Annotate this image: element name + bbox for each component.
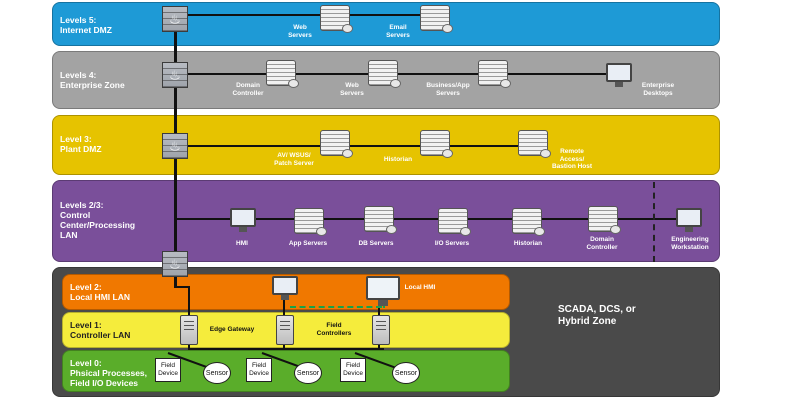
server-icon (368, 60, 401, 88)
zone-label-level23: Levels 2/3: Control Center/Processing LA… (60, 200, 136, 240)
monitor-icon (676, 208, 702, 232)
server-icon (320, 5, 353, 33)
gateway-icon (276, 315, 294, 345)
zone-label-level3: Level 3: Plant DMZ (60, 134, 102, 154)
label-l1-edge-gateway: Edge Gateway (209, 326, 255, 333)
label-l4-business-app-servers: Business/App Servers (426, 82, 470, 97)
firewall-icon: ♨ (162, 62, 188, 88)
l1-bus (188, 348, 384, 350)
l5-bus (176, 14, 436, 16)
label-l23-io-servers: I/O Servers (434, 240, 470, 247)
zone-label-level1: Level 1: Controller LAN (70, 320, 131, 340)
label-l4-domain-controller: Domain Controller (232, 82, 264, 97)
zone-label-scada: SCADA, DCS, or Hybrid Zone (558, 304, 636, 327)
zone-label-level4: Levels 4: Enterprise Zone (60, 70, 125, 90)
firewall-icon: ♨ (162, 133, 188, 159)
label-l4-web-servers: Web Servers (340, 82, 364, 97)
monitor-icon (606, 63, 632, 87)
label-l23-historian: Historian (513, 240, 543, 247)
firewall-icon: ♨ (162, 6, 188, 32)
label-l23-domain-controller: Domain Controller (586, 236, 618, 251)
field-device-box: Field Device (246, 358, 272, 382)
label-l5-email-servers: Email Servers (386, 24, 410, 39)
gateway-icon (372, 315, 390, 345)
sensor-node: Sensor (294, 362, 322, 384)
server-icon (294, 208, 327, 236)
zone-label-level2: Level 2: Local HMI LAN (70, 282, 130, 302)
label-l23-db-servers: DB Servers (358, 240, 394, 247)
sensor-node: Sensor (392, 362, 420, 384)
monitor-icon (272, 276, 298, 300)
zone-label-level0: Level 0: Phsical Processes, Field I/O De… (70, 358, 148, 388)
server-icon (588, 206, 621, 234)
hmi-link-dashed (290, 306, 382, 308)
monitor-icon (230, 208, 256, 232)
label-l23-engineering-workstation: Engineering Workstation (671, 236, 709, 251)
sensor-node: Sensor (203, 362, 231, 384)
firewall-icon: ♨ (162, 251, 188, 277)
l2-drop (174, 286, 190, 288)
server-icon (364, 206, 397, 234)
label-l23-app-servers: App Servers (288, 240, 328, 247)
field-device-box: Field Device (155, 358, 181, 382)
server-icon (320, 130, 353, 158)
zone-label-level5: Levels 5: Internet DMZ (60, 15, 112, 35)
label-l3-remote-access: Remote Access/ Bastion Host (551, 148, 593, 170)
label-l5-web-servers: Web Servers (288, 24, 312, 39)
workstation-separator (653, 182, 655, 262)
zone-level0-physical (62, 350, 510, 392)
server-icon (478, 60, 511, 88)
server-icon (518, 130, 551, 158)
label-l4-enterprise-desktops: Enterprise Desktops (641, 82, 675, 97)
field-device-box: Field Device (340, 358, 366, 382)
gateway-icon (180, 315, 198, 345)
server-icon (512, 208, 545, 236)
label-l3-av-wsus-patch: AV/ WSUS/ Patch Server (274, 152, 314, 167)
monitor-icon (366, 276, 400, 306)
l3-bus (176, 145, 536, 147)
server-icon (420, 130, 453, 158)
label-l1-field-controllers: Field Controllers (316, 322, 352, 337)
server-icon (266, 60, 299, 88)
server-icon (420, 5, 453, 33)
label-l2-local-hmi: Local HMI (404, 284, 436, 291)
label-l3-historian: Historian (383, 156, 413, 163)
server-icon (438, 208, 471, 236)
label-l23-hmi: HMI (236, 240, 248, 247)
l23-bus (176, 218, 688, 220)
